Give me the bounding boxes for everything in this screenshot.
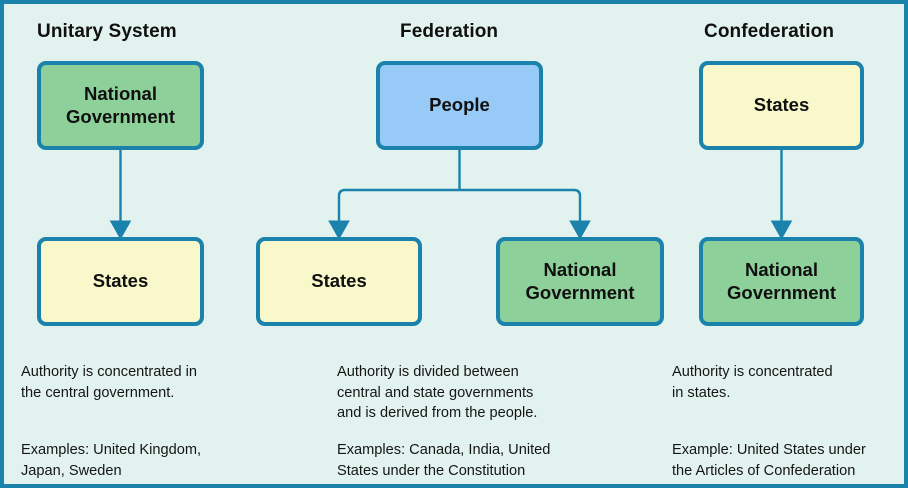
note-unitary-examples: Examples: United Kingdom, Japan, Sweden	[21, 442, 202, 479]
column-title-confederation: Confederation	[704, 21, 835, 42]
node-unitary-states: States	[37, 237, 204, 326]
note-federation-description: Authority is divided between central and…	[337, 364, 538, 422]
connector-federation-right-elbow	[573, 188, 582, 197]
note-confederation-examples: Example: United States under the Article…	[672, 442, 866, 479]
column-title-federation: Federation	[400, 21, 499, 42]
column-title-unitary-system: Unitary System	[37, 21, 177, 42]
note-unitary-description: Authority is concentrated in the central…	[21, 364, 198, 401]
note-confederation-description: Authority is concentrated in states.	[672, 364, 833, 401]
node-federation-people: People	[376, 61, 543, 150]
node-unitary-national-government: National Government	[37, 61, 204, 150]
note-federation-examples: Examples: Canada, India, United States u…	[337, 442, 551, 479]
node-confederation-states: States	[699, 61, 864, 150]
node-federation-national-government: National Government	[496, 237, 664, 326]
node-confederation-national-government: National Government	[699, 237, 864, 326]
connector-federation-left-elbow	[337, 188, 346, 197]
node-federation-states: States	[256, 237, 422, 326]
